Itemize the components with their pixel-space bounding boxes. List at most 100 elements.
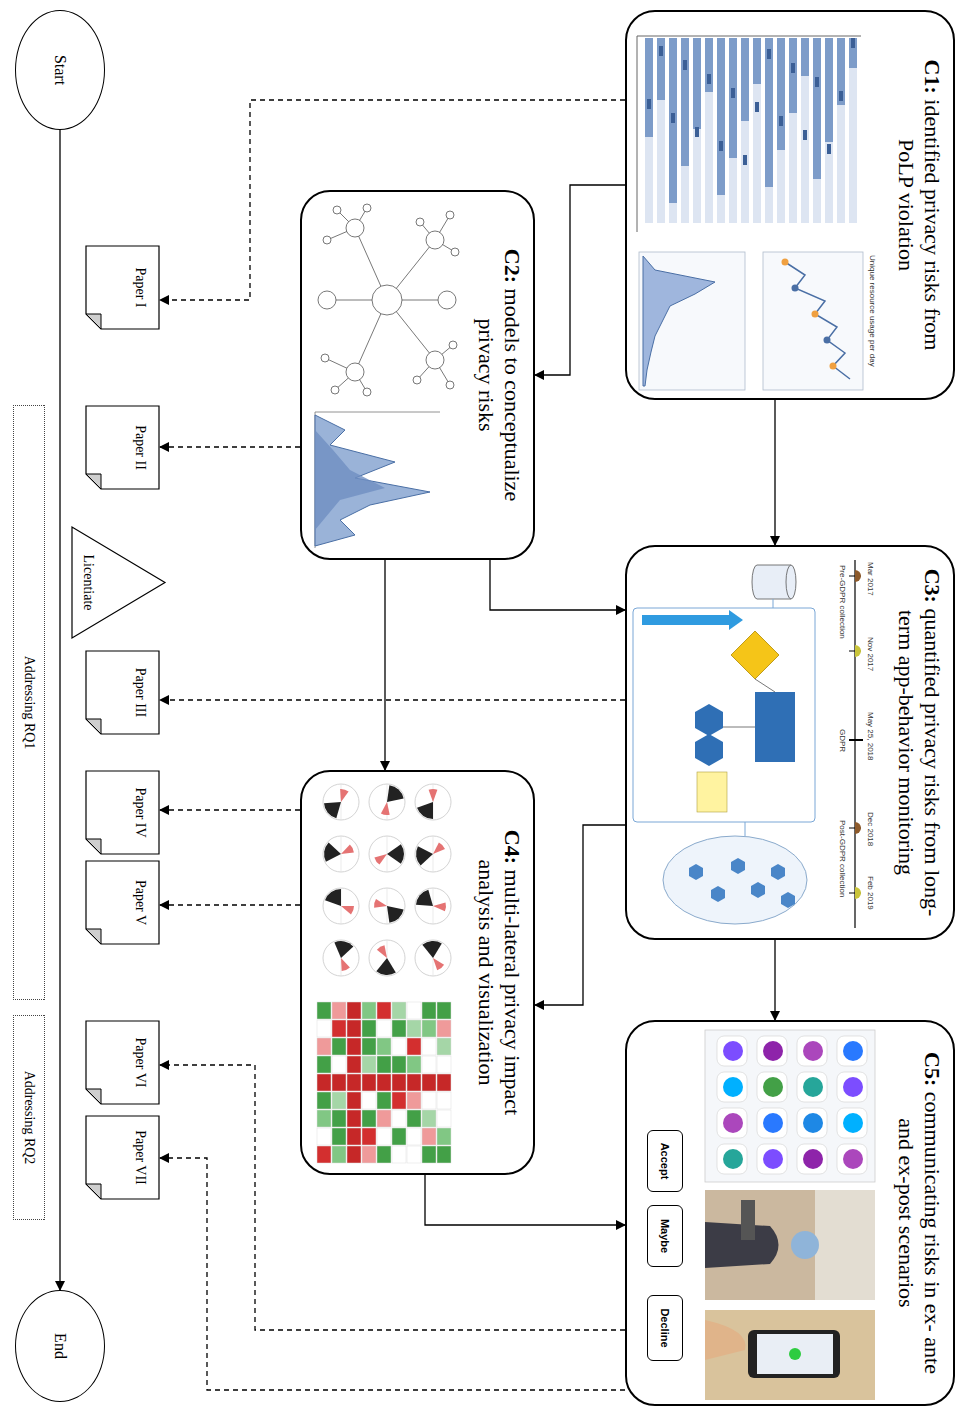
contribution-box: C5: communicating risks in ex- ante and … [625, 1020, 955, 1406]
app-icon [843, 1041, 863, 1061]
heat-cell [377, 1056, 391, 1073]
rose-wedge [324, 842, 341, 861]
heat-cell [437, 1020, 451, 1037]
flow-arrow [59, 130, 60, 1290]
rose-ring [415, 784, 451, 820]
rose-wedge [324, 802, 341, 818]
rose-wedge [340, 789, 349, 802]
bar-mark [803, 130, 807, 140]
app-tile [797, 1144, 827, 1174]
heat-cell [407, 1092, 421, 1109]
heat-cell [317, 1092, 331, 1109]
bar-track [753, 38, 761, 223]
bar-track [741, 38, 749, 223]
rose-ring [323, 784, 359, 820]
heat-cell [437, 1092, 451, 1109]
heat-cell [377, 1146, 391, 1163]
heat-cell [392, 1038, 406, 1055]
app-icon [843, 1149, 863, 1169]
app-tile [717, 1072, 747, 1102]
rose-wedge [334, 941, 353, 958]
heat-cell [422, 1128, 436, 1145]
heat-cell [362, 1056, 376, 1073]
heat-cell [362, 1038, 376, 1055]
bar-track [837, 38, 845, 223]
bar [741, 38, 749, 121]
heat-cell [377, 1074, 391, 1091]
app-icon [803, 1113, 823, 1133]
chart-axis [637, 36, 861, 37]
app-icon [803, 1077, 823, 1097]
app-icon [803, 1041, 823, 1061]
rose-wedge [429, 789, 438, 802]
bar-track [813, 38, 821, 223]
rose-wedge [422, 941, 442, 958]
paper-document: Paper V [85, 860, 160, 945]
rose-ring [323, 836, 359, 872]
bar [813, 38, 821, 179]
rose-ring [323, 940, 359, 976]
app-icon [723, 1149, 743, 1169]
bar-mark [815, 77, 819, 87]
rose-wedge [377, 945, 387, 958]
paper-document: Paper IV [85, 770, 160, 855]
contribution-title: C1: identified privacy risks from PoLP v… [893, 45, 945, 365]
heat-cell [317, 1146, 331, 1163]
heat-cell [422, 1056, 436, 1073]
paper-document: Paper VI [85, 1020, 160, 1105]
heat-cell [347, 1128, 361, 1145]
rose-wedge [341, 845, 354, 855]
heat-cell [347, 1056, 361, 1073]
photo-participant [705, 1190, 875, 1300]
bar [669, 38, 677, 203]
heat-cell [377, 1128, 391, 1145]
rose-wedge [387, 785, 404, 802]
dashed-arrow [160, 699, 625, 700]
bar [729, 38, 737, 158]
bar-track [705, 38, 713, 223]
heat-cell [437, 1038, 451, 1055]
button-label: Decline [659, 1308, 671, 1347]
heat-cell [362, 1074, 376, 1091]
bar-mark [707, 74, 711, 84]
document-sheet [86, 1021, 159, 1104]
chart-label: GDPR [837, 729, 847, 752]
heat-cell [317, 1074, 331, 1091]
node-label: Paper IV [132, 787, 148, 837]
document-sheet [86, 651, 159, 734]
bar [837, 38, 845, 105]
chart-area [643, 256, 715, 386]
bar-chart [637, 36, 861, 232]
chart-dot [812, 311, 819, 318]
document-outline [85, 650, 160, 735]
heat-cell [347, 1146, 361, 1163]
app-tile [757, 1072, 787, 1102]
bar-mark [839, 91, 843, 101]
bar [849, 38, 857, 68]
document-sheet [86, 406, 159, 489]
document-fold [86, 929, 101, 944]
bar-track [849, 38, 857, 223]
heat-cell [407, 1020, 421, 1037]
rose-charts [323, 784, 451, 976]
rose-ring [415, 940, 451, 976]
app-icon [723, 1113, 743, 1133]
app-tile [837, 1108, 867, 1138]
chart-dot [830, 363, 837, 370]
app-icon [843, 1113, 863, 1133]
triangle-shape [72, 527, 165, 638]
heat-cell [392, 1110, 406, 1127]
bar-mark [719, 141, 723, 151]
rose-ring [415, 836, 451, 872]
document-fold [86, 1184, 101, 1199]
app-tile [757, 1036, 787, 1066]
heat-cell [332, 1020, 346, 1037]
bar-mark [659, 46, 663, 56]
node-label: Paper III [132, 668, 148, 717]
bar-mark [731, 88, 735, 98]
heat-cell [437, 1056, 451, 1073]
rose-ring [323, 888, 359, 924]
chart-line [785, 262, 850, 379]
contribution-title: C4: multi-lateral privacy impact analysi… [473, 793, 525, 1153]
